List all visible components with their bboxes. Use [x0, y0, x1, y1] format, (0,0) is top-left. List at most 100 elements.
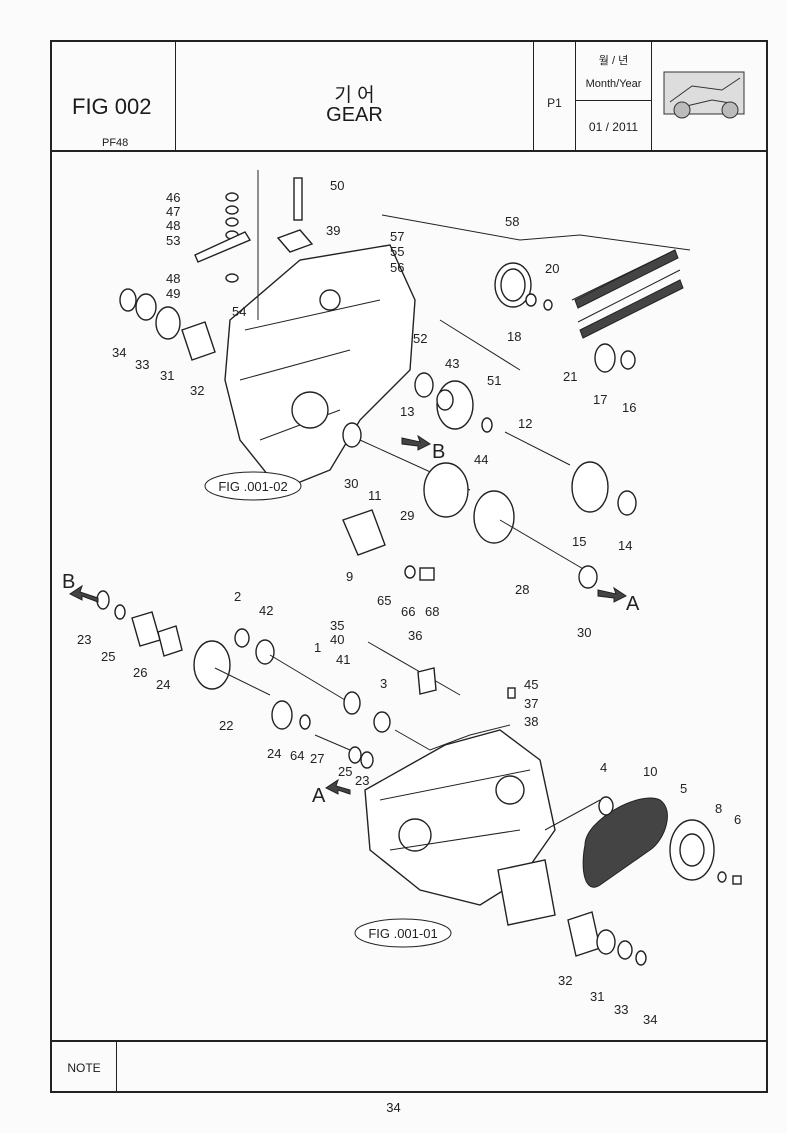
callout: 53 — [166, 233, 180, 248]
chain-sprockets — [381, 214, 691, 373]
callout: 51 — [487, 373, 501, 388]
callout: 22 — [219, 718, 233, 733]
callout: 64 — [290, 748, 304, 763]
callout: 33 — [614, 1002, 628, 1017]
note-label: NOTE — [52, 1042, 117, 1093]
callout: 17 — [593, 392, 607, 407]
callout: 32 — [558, 973, 572, 988]
page-number: 34 — [386, 1100, 401, 1115]
callout: 13 — [400, 404, 414, 419]
callout: 30 — [344, 476, 358, 491]
callout: 18 — [507, 329, 521, 344]
callout: 33 — [135, 357, 149, 372]
callout: 30 — [577, 625, 591, 640]
callout: 28 — [515, 582, 529, 597]
callout: 40 — [330, 632, 344, 647]
callout: 9 — [346, 569, 353, 584]
callout: 14 — [618, 538, 632, 553]
callout: 16 — [622, 400, 636, 415]
callout: 25 — [338, 764, 352, 779]
callout: 48 — [166, 271, 180, 286]
callout: 68 — [425, 604, 439, 619]
direction-arrows — [69, 434, 627, 795]
page-ref-cell: P1 — [534, 42, 576, 150]
title-english: GEAR — [326, 104, 383, 126]
callout: 52 — [413, 331, 427, 346]
callout: 44 — [474, 452, 488, 467]
callout: 26 — [133, 665, 147, 680]
lower-housing — [364, 724, 601, 926]
callout: 49 — [166, 286, 180, 301]
fig-reference-bubbles — [204, 471, 452, 948]
belt-pulley — [567, 796, 742, 966]
callout: 1 — [314, 640, 321, 655]
arrow-label-a-lower: A — [312, 785, 326, 807]
callout: 27 — [310, 751, 324, 766]
thumbnail-cell — [652, 42, 766, 150]
fig-cell: FIG 002 PF48 — [52, 42, 176, 150]
callout: 46 — [166, 190, 180, 205]
note-row: NOTE — [52, 1040, 766, 1093]
callout: 20 — [545, 261, 559, 276]
arrow-label-a: A — [626, 593, 640, 615]
callout: 45 — [524, 677, 538, 692]
callout: 31 — [590, 989, 604, 1004]
callout: 32 — [190, 383, 204, 398]
fig-ref-lower: FIG .001-01 — [368, 926, 437, 941]
callout: 24 — [267, 746, 281, 761]
callout: 66 — [401, 604, 415, 619]
callout: 10 — [643, 764, 657, 779]
callout: 4 — [600, 760, 607, 775]
callout: 12 — [518, 416, 532, 431]
callout: 55 — [390, 244, 404, 259]
title-block: FIG 002 PF48 기 어 GEAR P1 월 / 년 Month/Yea… — [52, 42, 766, 152]
fig-ref-upper: FIG .001-02 — [218, 479, 287, 494]
callout: 6 — [734, 812, 741, 827]
callout: 3 — [380, 676, 387, 691]
callout: 23 — [77, 632, 91, 647]
callout: 43 — [445, 356, 459, 371]
machine-thumbnail — [663, 71, 745, 119]
date-value: 01 / 2011 — [588, 120, 639, 134]
title-cell: 기 어 GEAR — [176, 42, 534, 150]
arrow-label-b: B — [432, 441, 445, 463]
callout: 23 — [355, 773, 369, 788]
page-ref: P1 — [547, 96, 562, 110]
callout: 48 — [166, 218, 180, 233]
callout: 56 — [390, 260, 404, 275]
callout-labels: 46 47 48 53 48 49 50 39 57 55 56 54 34 3… — [77, 178, 741, 1027]
page-frame: FIG 002 PF48 기 어 GEAR P1 월 / 년 Month/Yea… — [50, 40, 768, 1093]
callout: 35 — [330, 618, 344, 633]
callout: 21 — [563, 369, 577, 384]
callout: 42 — [259, 603, 273, 618]
date-label-ko: 월 / 년 — [598, 55, 629, 67]
fig-number: FIG 002 — [72, 94, 152, 119]
callout: 29 — [400, 508, 414, 523]
arrow-label-b-lower: B — [62, 571, 75, 593]
callout: 34 — [112, 345, 126, 360]
callout: 8 — [715, 801, 722, 816]
callout: 57 — [390, 229, 404, 244]
upper-housing — [224, 244, 416, 491]
callout: 34 — [643, 1012, 657, 1027]
callout: 47 — [166, 204, 180, 219]
shafts-lower — [96, 590, 516, 769]
shafts-upper — [342, 319, 637, 589]
callout: 24 — [156, 677, 170, 692]
callout: 65 — [377, 593, 391, 608]
date-label-en: Month/Year — [585, 78, 642, 90]
callout: 37 — [524, 696, 538, 711]
callout: 38 — [524, 714, 538, 729]
callout: 39 — [326, 223, 340, 238]
callout: 54 — [232, 304, 246, 319]
callout: 25 — [101, 649, 115, 664]
title-korean: 기 어 — [334, 85, 375, 106]
callout: 2 — [234, 589, 241, 604]
callout: 31 — [160, 368, 174, 383]
callout: 11 — [368, 488, 382, 503]
callout: 5 — [680, 781, 687, 796]
model-code: PF48 — [102, 137, 129, 149]
date-cell: 월 / 년 Month/Year 01 / 2011 — [576, 42, 652, 150]
callout: 36 — [408, 628, 422, 643]
